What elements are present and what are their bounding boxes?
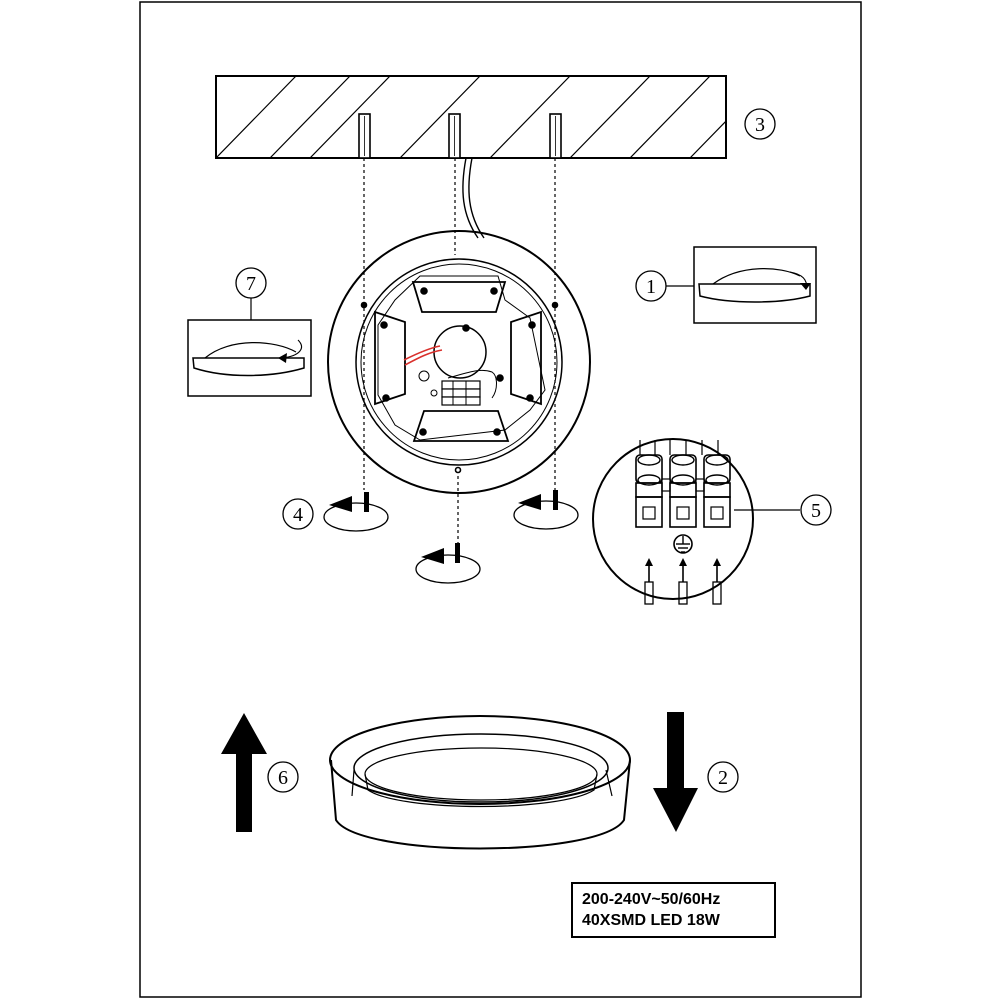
- callout-1-label: 1: [646, 276, 656, 298]
- spec-led: 40XSMD LED 18W: [582, 912, 720, 929]
- screw-right: [513, 490, 579, 530]
- mains-cable: [468, 157, 485, 239]
- wall-plug: [549, 113, 562, 159]
- arrow-down-icon: [653, 712, 698, 832]
- callout-3-label: 3: [755, 114, 765, 136]
- wire-insertion: [644, 558, 722, 605]
- led-pad-left: [374, 310, 406, 406]
- page-border: [139, 1, 862, 998]
- callout-6: 6: [267, 761, 299, 793]
- fixture-base: [327, 230, 591, 494]
- callout-5-label: 5: [811, 500, 821, 522]
- wall-plug: [358, 113, 371, 159]
- led-pad-right: [510, 310, 542, 406]
- diffuser: [329, 715, 631, 850]
- callout-1: 1: [635, 270, 667, 302]
- detail-5: [592, 438, 800, 605]
- callout-4: 4: [282, 498, 314, 530]
- led-pad-top: [411, 281, 507, 313]
- screw-left: [323, 492, 389, 532]
- callout-2-label: 2: [718, 767, 728, 789]
- spec-label: 200-240V~50/60Hz 40XSMD LED 18W: [571, 882, 776, 938]
- earth-symbol-icon: [673, 534, 693, 554]
- alignment-lines: [363, 158, 556, 545]
- terminal-block-large: [635, 454, 731, 528]
- wall-plug: [448, 113, 461, 159]
- callout-2: 2: [707, 761, 739, 793]
- detail-7: [187, 297, 312, 397]
- callout-7-label: 7: [246, 273, 256, 295]
- screw-center: [415, 543, 481, 584]
- detail-1: [666, 246, 817, 324]
- arrow-up-icon: [221, 713, 267, 832]
- spec-voltage: 200-240V~50/60Hz: [582, 891, 721, 908]
- terminal-block-small: [430, 380, 481, 406]
- callout-4-label: 4: [293, 504, 303, 526]
- ceiling-block: [215, 75, 727, 159]
- callout-6-label: 6: [278, 767, 288, 789]
- callout-5: 5: [800, 494, 832, 526]
- callout-7: 7: [235, 267, 267, 299]
- led-pad-bottom: [412, 410, 510, 442]
- callout-3: 3: [744, 108, 776, 140]
